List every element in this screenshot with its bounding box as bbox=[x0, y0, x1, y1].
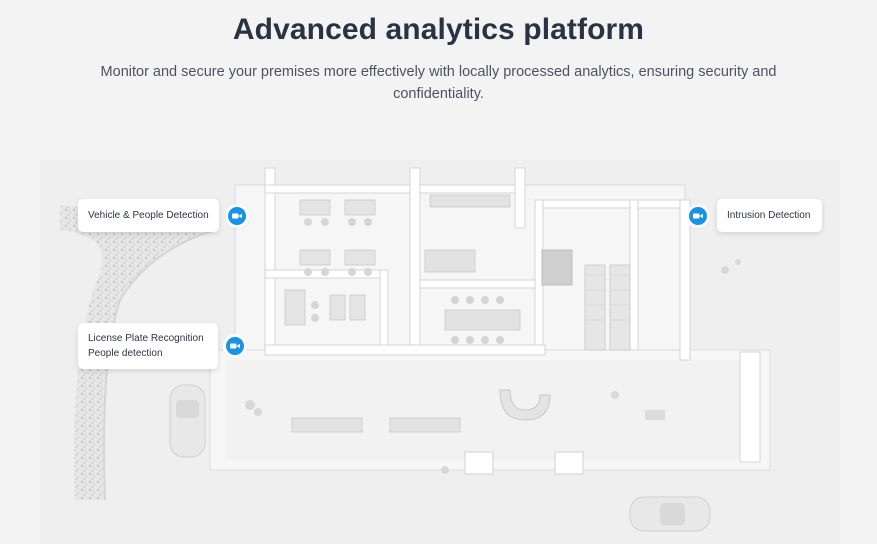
page-subtitle: Monitor and secure your premises more ef… bbox=[100, 64, 777, 102]
video-camera-icon bbox=[232, 213, 242, 219]
callout-label-line2: People detection bbox=[88, 348, 163, 359]
car-bottom bbox=[629, 496, 711, 532]
garden-path bbox=[60, 205, 215, 500]
page-title: Advanced analytics platform bbox=[232, 13, 645, 46]
callout-label: Intrusion Detection bbox=[727, 210, 811, 221]
car-left bbox=[169, 384, 206, 458]
video-camera-icon bbox=[230, 343, 240, 349]
camera-marker-license-plate[interactable] bbox=[226, 337, 244, 355]
garden-path-edge bbox=[103, 204, 217, 501]
lobby-floor bbox=[225, 360, 760, 460]
elevator bbox=[541, 249, 573, 286]
callout-label: Vehicle & People Detection bbox=[88, 210, 209, 221]
camera-marker-vehicle[interactable] bbox=[228, 207, 246, 225]
intrusion-detection-callout[interactable]: Intrusion Detection bbox=[717, 199, 822, 232]
license-plate-callout[interactable]: License Plate Recognition People detecti… bbox=[78, 323, 218, 369]
vehicle-people-detection-callout[interactable]: Vehicle & People Detection bbox=[78, 199, 219, 232]
floor-plan-illustration bbox=[40, 160, 840, 544]
video-camera-icon bbox=[693, 213, 703, 219]
camera-marker-intrusion[interactable] bbox=[689, 207, 707, 225]
callout-label-line1: License Plate Recognition bbox=[88, 333, 204, 344]
reception-desk bbox=[499, 389, 551, 421]
